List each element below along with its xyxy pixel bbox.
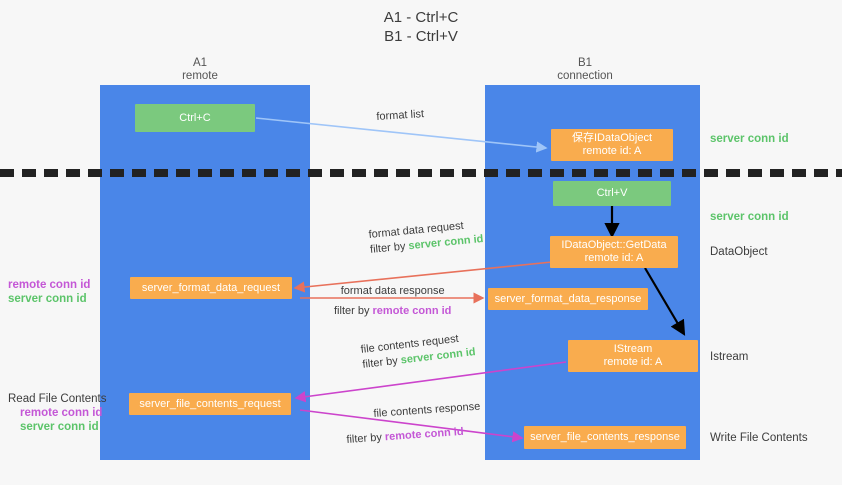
lane-header-b1: B1 connection [505,57,665,83]
divider-dash [88,169,102,177]
lane-header-b1-subtitle: connection [557,70,613,82]
lane-header-a1-title: A1 [192,57,208,69]
phase-divider [0,169,842,177]
divider-dash [726,169,740,177]
left-annotation-remote-conn-id: remote conn id [8,279,91,291]
left-annotation-read-file-contents: Read File Contents remote conn id server… [8,392,106,434]
arrow-file-contents-response [299,409,524,443]
divider-dash [198,169,212,177]
filter-prefix: filter by [361,354,399,371]
box-server-format-data-response-label: server_format_data_response [494,292,642,305]
divider-dash [814,169,828,177]
box-idataobject-create-line1: 保存IDataObject [571,132,653,144]
divider-dash [704,169,718,177]
right-annotation-server-conn-id-top: server conn id [710,133,789,145]
box-ctrl-c-label: Ctrl+C [179,111,211,124]
divider-dash [66,169,80,177]
divider-dash [770,169,784,177]
box-server-file-contents-response[interactable]: server_file_contents_response [524,426,686,449]
gutter-label-format-data-response-line1: format data response [340,285,445,297]
lane-header-b1-title: B1 [577,57,593,69]
box-ctrl-v[interactable]: Ctrl+V [553,181,671,206]
right-annotation-dataobject: DataObject [710,246,768,258]
divider-dash [638,169,652,177]
divider-dash [220,169,234,177]
box-istream[interactable]: IStream remote id: A [568,340,698,372]
gutter-label-format-data-response-filter: filter by remote conn id [334,304,451,319]
divider-dash [484,169,498,177]
left-annotation-conn-ids-format: remote conn id server conn id [8,278,90,306]
box-server-format-data-response[interactable]: server_format_data_response [488,288,648,310]
divider-dash [748,169,762,177]
gutter-label-format-list: format list [376,107,425,125]
title-line-2: B1 - Ctrl+V [384,28,458,45]
divider-dash [22,169,36,177]
box-server-file-contents-response-label: server_file_contents_response [530,431,680,443]
filter-prefix: filter by [346,431,383,446]
box-server-format-data-request-label: server_format_data_request [141,281,281,294]
gutter-label-format-data-response: format data response filter by remote co… [334,284,451,319]
filter-value-remote-conn-id: remote conn id [372,305,452,317]
lane-header-a1-subtitle: remote [182,70,218,82]
lane-header-a1: A1 remote [120,57,280,83]
divider-dash [374,169,388,177]
divider-dash [352,169,366,177]
box-istream-line2: remote id: A [603,356,663,368]
box-idataobject-getdata-line1: IDataObject::GetData [561,239,667,251]
box-idataobject-getdata-line2: remote id: A [584,252,644,264]
divider-dash [440,169,454,177]
box-server-file-contents-request-label: server_file_contents_request [139,397,281,410]
box-istream-line1: IStream [613,343,653,355]
divider-dash [44,169,58,177]
box-idataobject-create-line2: remote id: A [582,145,642,157]
left-annotation-read-file-heading: Read File Contents [8,393,107,405]
divider-dash [0,169,14,177]
box-ctrl-v-label: Ctrl+V [596,187,628,199]
divider-dash [616,169,630,177]
divider-dash [682,169,696,177]
divider-dash [572,169,586,177]
gutter-label-format-list-line1: format list [376,108,425,123]
box-idataobject-create[interactable]: 保存IDataObject remote id: A [551,129,673,161]
divider-dash [110,169,124,177]
divider-dash [396,169,410,177]
left-annotation-server-conn-id: server conn id [20,421,99,433]
box-server-format-data-request[interactable]: server_format_data_request [130,277,292,299]
divider-dash [418,169,432,177]
left-annotation-server-conn-id: server conn id [8,293,87,305]
box-idataobject-getdata[interactable]: IDataObject::GetData remote id: A [550,236,678,268]
divider-dash [506,169,520,177]
divider-dash [154,169,168,177]
divider-dash [528,169,542,177]
divider-dash [330,169,344,177]
box-server-file-contents-request[interactable]: server_file_contents_request [129,393,291,415]
divider-dash [286,169,300,177]
right-annotation-server-conn-id-paste: server conn id [710,211,789,223]
filter-prefix: filter by [369,240,406,256]
arrow-format-data-request [293,261,553,293]
right-annotation-write-file-contents: Write File Contents [710,432,808,444]
box-ctrl-c[interactable]: Ctrl+C [135,104,255,132]
filter-prefix: filter by [334,305,370,317]
right-annotation-istream: Istream [710,351,749,363]
divider-dash [792,169,806,177]
page-title: A1 - Ctrl+C B1 - Ctrl+V [0,8,842,46]
divider-dash [242,169,256,177]
divider-dash [660,169,674,177]
divider-dash [594,169,608,177]
divider-dash [836,169,842,177]
arrow-format-list [255,117,548,153]
arrow-file-contents-request [294,361,567,403]
divider-dash [132,169,146,177]
left-annotation-remote-conn-id: remote conn id [20,407,103,419]
divider-dash [308,169,322,177]
divider-dash [264,169,278,177]
divider-dash [462,169,476,177]
divider-dash [550,169,564,177]
title-line-1: A1 - Ctrl+C [383,9,459,26]
arrow-getdata-to-istream [644,267,686,336]
divider-dash [176,169,190,177]
